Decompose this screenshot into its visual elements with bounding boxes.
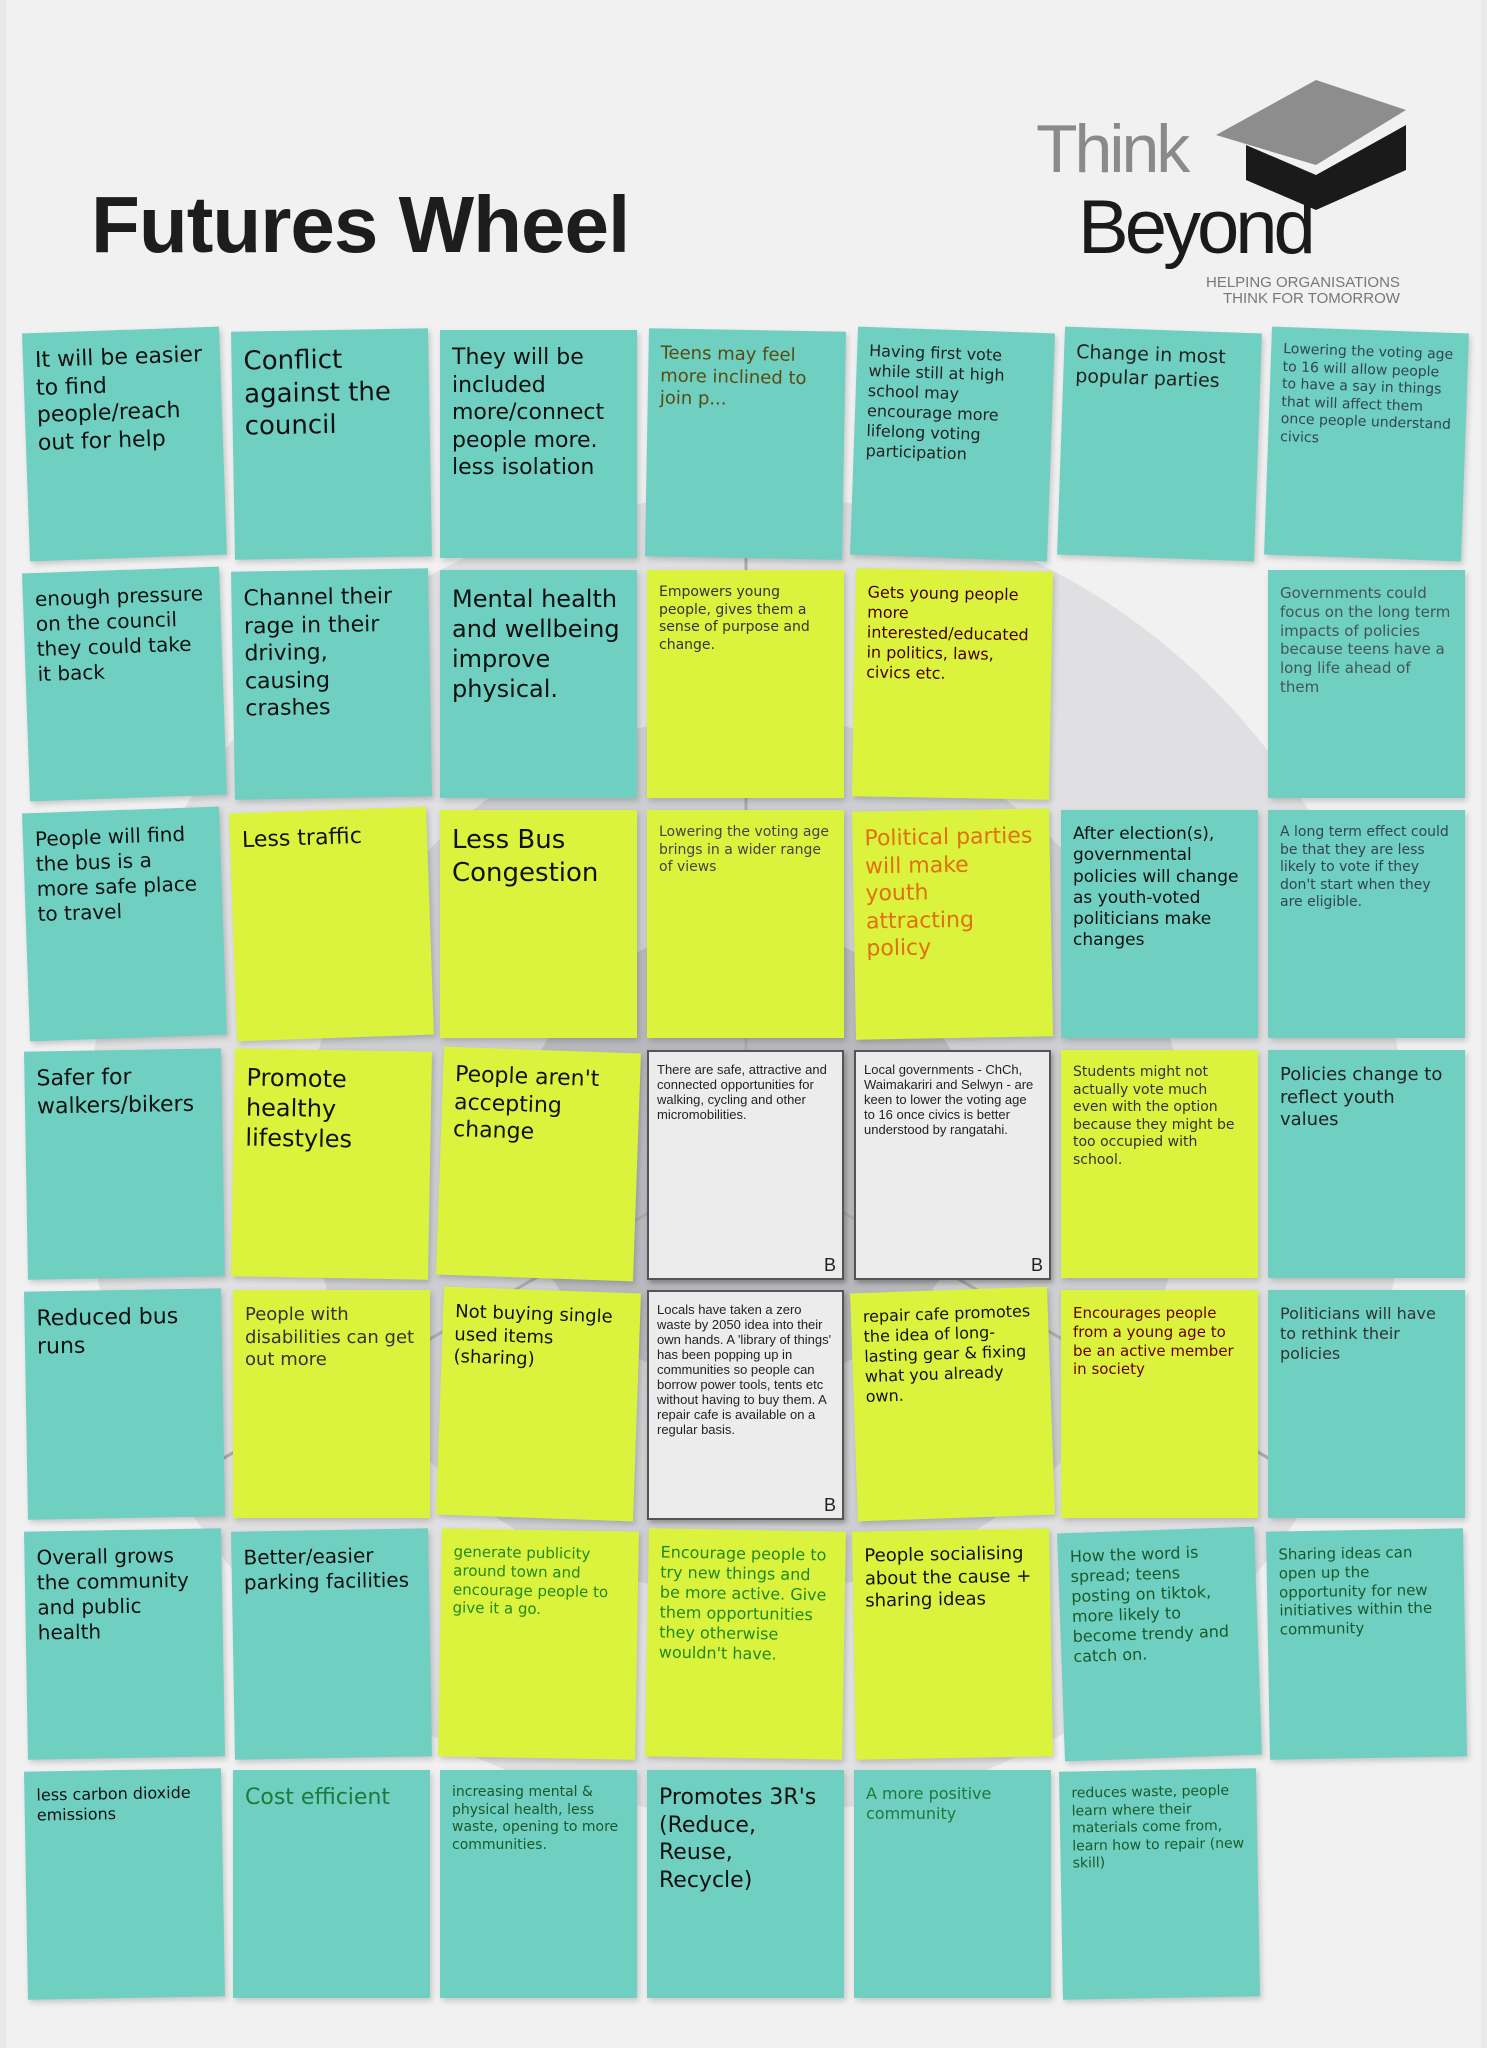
sticky-note-yellow: Encourages people from a young age to be…	[1061, 1290, 1258, 1518]
sticky-note-yellow: Encourage people to try new things and b…	[645, 1528, 846, 1760]
sticky-note-teal: Reduced bus runs	[24, 1288, 225, 1520]
sticky-note-teal: Overall grows the community and public h…	[24, 1528, 225, 1760]
sticky-note-teal: People will find the bus is a more safe …	[22, 806, 227, 1042]
sticky-note-yellow: Lowering the voting age brings in a wide…	[647, 810, 844, 1038]
sticky-note-teal: Cost efficient	[233, 1770, 430, 1998]
sticky-note-yellow: Students might not actually vote much ev…	[1061, 1050, 1258, 1278]
sticky-note-teal: less carbon dioxide emissions	[24, 1768, 225, 2000]
poster: Futures Wheel Think Beyond HELPING ORGAN…	[6, 0, 1481, 2048]
logo-think: Think	[1036, 111, 1190, 187]
sticky-note-yellow: People aren't accepting change	[436, 1046, 641, 1282]
sticky-note-teal: Safer for walkers/bikers	[24, 1048, 225, 1280]
sticky-note-yellow: People with disabilities can get out mor…	[233, 1290, 430, 1518]
sticky-note-yellow: Less Bus Congestion	[440, 810, 637, 1038]
sticky-note-yellow: Not buying single used items (sharing)	[436, 1286, 641, 1522]
sticky-note-teal: increasing mental & physical health, les…	[440, 1770, 637, 1998]
sticky-note-yellow: Less traffic	[229, 806, 434, 1042]
sticky-note-teal: A long term effect could be that they ar…	[1268, 810, 1465, 1038]
sticky-note-teal: enough pressure on the council they coul…	[22, 566, 227, 802]
logo-beyond: Beyond	[1078, 185, 1316, 270]
sticky-note-teal: Conflict against the council	[231, 328, 432, 560]
sticky-note-yellow: Political parties will make youth attrac…	[852, 808, 1053, 1040]
sticky-note-teal: Channel their rage in their driving, cau…	[231, 568, 432, 800]
sticky-note-teal: reduces waste, people learn where their …	[1059, 1768, 1260, 2000]
page-title: Futures Wheel	[91, 180, 630, 269]
sticky-note-yellow: repair cafe promotes the idea of long-la…	[850, 1286, 1055, 1522]
sticky-note-teal: Governments could focus on the long term…	[1268, 570, 1465, 798]
sticky-note-yellow: Empowers young people, gives them a sens…	[647, 570, 844, 798]
center-card: Locals have taken a zero waste by 2050 i…	[647, 1290, 844, 1520]
sticky-note-yellow: Gets young people more interested/educat…	[852, 568, 1053, 800]
sticky-note-teal: Promotes 3R's (Reduce, Reuse, Recycle)	[647, 1770, 844, 1998]
sticky-note-teal: They will be included more/connect peopl…	[440, 330, 637, 558]
sticky-note-teal: Lowering the voting age to 16 will allow…	[1264, 326, 1469, 562]
sticky-note-teal: Policies change to reflect youth values	[1268, 1050, 1465, 1278]
sticky-note-teal: After election(s), governmental policies…	[1061, 810, 1258, 1038]
sticky-note-teal: It will be easier to find people/reach o…	[22, 326, 227, 562]
sticky-note-teal: Politicians will have to rethink their p…	[1268, 1290, 1465, 1518]
puzzle-icon	[1216, 80, 1406, 210]
sticky-note-teal: Change in most popular parties	[1057, 326, 1262, 562]
sticky-note-teal: How the word is spread; teens posting on…	[1057, 1526, 1262, 1762]
sticky-note-teal: Mental health and wellbeing improve phys…	[440, 570, 637, 798]
sticky-note-teal: A more positive community	[854, 1770, 1051, 1998]
sticky-note-yellow: People socialising about the cause + sha…	[852, 1528, 1053, 1760]
center-card: There are safe, attractive and connected…	[647, 1050, 844, 1280]
sticky-note-teal: Having first vote while still at high sc…	[850, 326, 1055, 562]
sticky-note-teal: Sharing ideas can open up the opportunit…	[1266, 1528, 1467, 1760]
sticky-note-yellow: generate publicity around town and encou…	[438, 1528, 639, 1760]
sticky-note-teal: Better/easier parking facilities	[231, 1528, 432, 1760]
sticky-note-teal: Teens may feel more inclined to join p..…	[645, 328, 846, 560]
center-card: Local governments - ChCh, Waimakariri an…	[854, 1050, 1051, 1280]
sticky-note-yellow: Promote healthy lifestyles	[231, 1048, 432, 1280]
